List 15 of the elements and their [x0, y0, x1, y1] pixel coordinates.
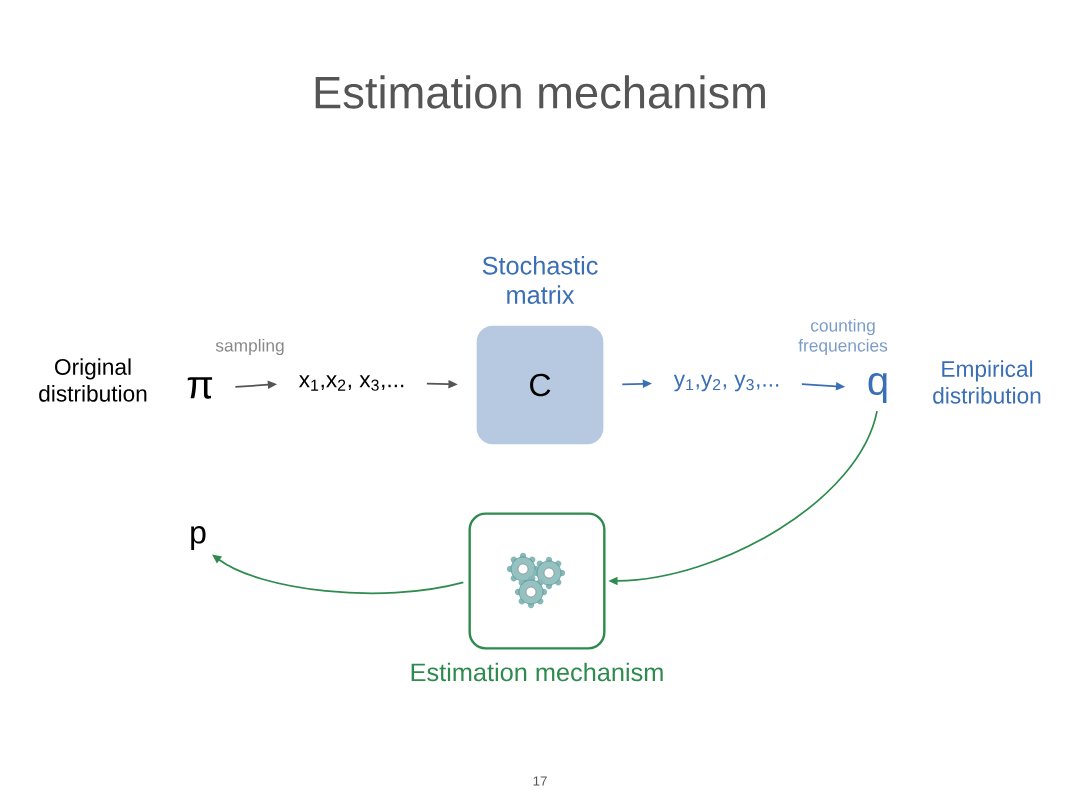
symbol: p	[191, 526, 206, 550]
page-number: 17	[533, 776, 547, 786]
box-heading: Stochastic matrix	[482, 256, 598, 304]
matrix-box: C	[476, 325, 604, 445]
symbol: π	[187, 377, 213, 399]
edge-label: sampling	[215, 338, 284, 356]
title: Estimation mechanism	[315, 75, 765, 109]
sequence-text: x$_{1}$,x$_{2}$, x$_{3}$,...	[299, 375, 404, 391]
node-label: Original distribution	[39, 358, 147, 402]
arrow	[212, 554, 465, 595]
symbol: q	[868, 373, 887, 403]
sequence-text: y$_{1}$,y$_{2}$, y$_{3}$,...	[673, 374, 779, 392]
edge-label: counting frequencies	[798, 318, 888, 356]
node-label: Empirical distribution	[933, 360, 1041, 404]
box-heading: Estimation mechanism	[411, 662, 663, 682]
